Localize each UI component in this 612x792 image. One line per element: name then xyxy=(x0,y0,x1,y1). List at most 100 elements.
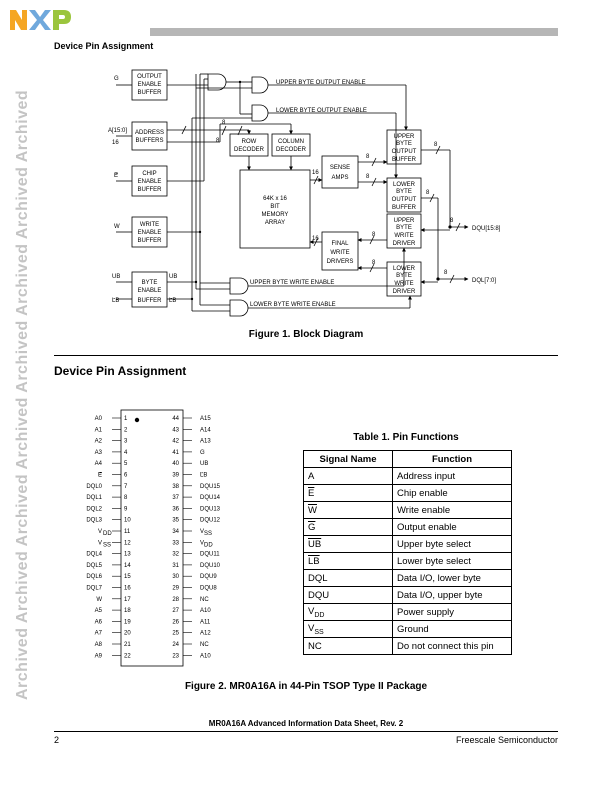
pin-name-sub: DD xyxy=(103,531,112,537)
signal-name: V xyxy=(308,605,315,617)
table-row: UB Upper byte select xyxy=(303,535,512,553)
pin-number-left: 7 xyxy=(124,484,128,490)
pin-number-left: 20 xyxy=(124,631,131,637)
pin-number-left: 22 xyxy=(124,653,131,659)
lwd-label-4: DRIVER xyxy=(393,289,416,295)
lob-label-3: OUTPUT xyxy=(392,197,417,203)
beb-label-3: BUFFER xyxy=(138,298,163,304)
e-signal: E xyxy=(114,173,118,179)
fwd-label-3: DRIVERS xyxy=(327,259,354,265)
ub-signal: UB xyxy=(112,274,120,280)
sense-width: 8 xyxy=(366,154,370,160)
uout-width: 8 xyxy=(434,142,438,148)
pin-name-left: A3 xyxy=(95,450,103,456)
signal-subscript: SS xyxy=(314,628,324,636)
signal-name: UB xyxy=(308,538,322,550)
pin-name-left: DQL0 xyxy=(86,484,102,490)
row-width: 8 xyxy=(222,120,226,126)
pin-number-right: 41 xyxy=(172,450,179,456)
cd-label-2: DECODER xyxy=(276,147,307,153)
pin-number-left: 1 xyxy=(124,416,128,422)
pin-name-right: DQU13 xyxy=(200,506,220,512)
signal-cell: G xyxy=(303,518,393,536)
signal-name: G xyxy=(308,521,316,533)
fwd2-width: 8 xyxy=(372,232,376,238)
pin-number-right: 30 xyxy=(172,574,179,580)
pin-name-right: A10 xyxy=(200,608,211,614)
oeb-label-2: ENABLE xyxy=(138,82,162,88)
lob-label-2: BYTE xyxy=(396,189,412,195)
pin-name-right: G xyxy=(200,450,205,456)
figure-2-caption: Figure 2. MR0A16A in 44-Pin TSOP Type II… xyxy=(184,681,428,692)
pin-number-right: 25 xyxy=(172,631,179,637)
pin-number-left: 19 xyxy=(124,619,131,625)
pin-number-right: 42 xyxy=(172,439,179,445)
pin-name-right: V xyxy=(200,529,204,535)
col-width: 8 xyxy=(216,138,220,144)
signal-name: V xyxy=(308,622,315,634)
uoe-signal: UPPER BYTE OUTPUT ENABLE xyxy=(276,80,366,86)
oeb-label-3: BUFFER xyxy=(138,90,163,96)
pin-name-right: A11 xyxy=(200,619,211,625)
function-cell: Upper byte select xyxy=(392,535,512,553)
pin-name-right: DQU15 xyxy=(200,484,220,490)
ma-label-4: ARRAY xyxy=(265,220,285,226)
oeb-label-1: OUTPUT xyxy=(137,74,162,80)
pin-number-left: 11 xyxy=(124,529,131,535)
function-cell: Lower byte select xyxy=(392,552,512,570)
uwd-label-1: UPPER xyxy=(394,218,415,224)
header-rule xyxy=(150,28,558,36)
dqu-width: 8 xyxy=(450,218,454,224)
addr-signal: A[15:0] xyxy=(108,128,127,134)
page-number: 2 xyxy=(54,735,60,745)
pin-name-right: A13 xyxy=(200,439,211,445)
pin-number-right: 44 xyxy=(172,416,179,422)
signal-name: DQU xyxy=(308,589,330,601)
ma-label-3: MEMORY xyxy=(262,212,289,218)
cd-label-1: COLUMN xyxy=(278,139,304,145)
pin-number-right: 28 xyxy=(172,597,179,603)
pin-number-right: 31 xyxy=(172,563,179,569)
dql-width: 8 xyxy=(444,270,448,276)
fwd3-width: 8 xyxy=(372,260,376,266)
dql-signal: DQL[7:0] xyxy=(472,278,496,284)
block-diagram: OUTPUT ENABLE BUFFER ADDRESS BUFFERS CHI… xyxy=(108,69,501,317)
footer-rule xyxy=(54,731,558,732)
lob-label-1: LOWER xyxy=(393,182,416,188)
pin-number-right: 35 xyxy=(172,518,179,524)
ceb-label-2: ENABLE xyxy=(138,179,162,185)
pin-name-right: DQU14 xyxy=(200,495,220,501)
function-cell: Write enable xyxy=(392,501,512,519)
signal-cell: A xyxy=(303,467,393,485)
pin-name-right: V xyxy=(200,540,204,546)
pin-name-left: DQL4 xyxy=(86,552,102,558)
table-header-signal: Signal Name xyxy=(303,450,393,468)
pin-name-left: A1 xyxy=(95,427,103,433)
pin-number-right: 39 xyxy=(172,473,179,479)
uwd-label-3: WRITE xyxy=(394,233,413,239)
pin-number-left: 21 xyxy=(124,642,131,648)
lob-label-4: BUFFER xyxy=(392,205,417,211)
signal-subscript: DD xyxy=(314,611,325,619)
pin-name-left: DQL5 xyxy=(86,563,102,569)
ceb-label-1: CHIP xyxy=(142,171,156,177)
lout-width: 8 xyxy=(426,190,430,196)
function-cell: Do not connect this pin xyxy=(392,637,512,655)
loe-signal: LOWER BYTE OUTPUT ENABLE xyxy=(276,108,367,114)
uob-label-2: BYTE xyxy=(396,141,412,147)
signal-cell: E xyxy=(303,484,393,502)
lb-signal: LB xyxy=(112,298,119,304)
rd-label-1: ROW xyxy=(242,139,257,145)
footer-doc-title: MR0A16A Advanced Information Data Sheet,… xyxy=(208,719,404,728)
pin-name-right: DQU8 xyxy=(200,586,217,592)
uob-label-1: UPPER xyxy=(394,134,415,140)
dqu-signal: DQU[15:8] xyxy=(472,226,501,232)
g-signal: G xyxy=(114,76,119,82)
